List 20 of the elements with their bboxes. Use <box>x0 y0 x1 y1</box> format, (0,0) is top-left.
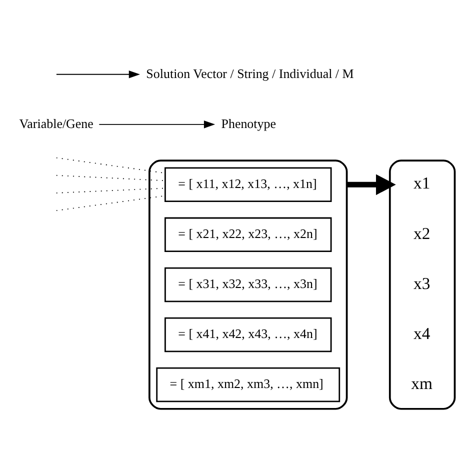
node-text: x3 <box>414 274 430 293</box>
node-text: x1 <box>414 174 430 193</box>
node-box: = [ x21, x22, x23, …, x2n] <box>164 217 332 252</box>
node-box: = [ xm1, xm2, xm3, …, xmn] <box>156 367 340 402</box>
node-text: x2 <box>414 224 430 243</box>
cluster <box>148 160 348 410</box>
connector <box>56 188 166 194</box>
connector <box>56 174 166 182</box>
node-text: Solution Vector / String / Individual / M <box>146 66 354 81</box>
cluster <box>388 160 456 410</box>
node-box: = [ x11, x12, x13, …, x1n] <box>164 167 332 202</box>
arrow <box>98 120 216 128</box>
node-text: Phenotype <box>221 116 276 131</box>
node-box: = [ x41, x42, x43, …, x4n] <box>164 317 332 352</box>
arrow <box>346 174 396 196</box>
node-text: x4 <box>414 324 430 343</box>
node-box: = [ x31, x32, x33, …, x3n] <box>164 267 332 302</box>
arrow <box>56 70 140 78</box>
node-text: Variable/Gene <box>19 116 94 131</box>
node-text: xm <box>411 374 432 393</box>
